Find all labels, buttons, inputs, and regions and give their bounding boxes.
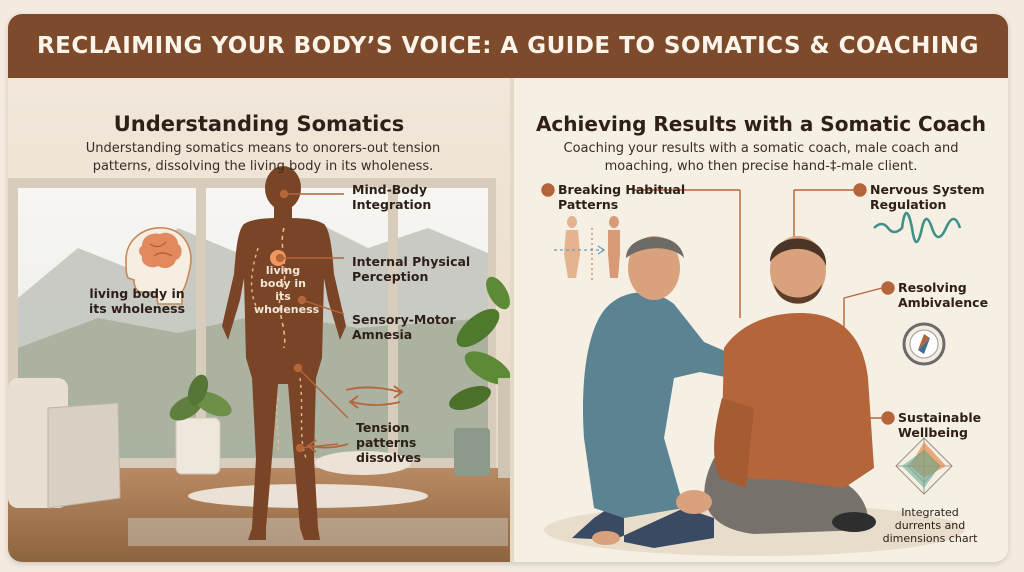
- callout-wellbeing: Sustainable Wellbeing: [898, 410, 982, 440]
- callout-internal-perception: Internal Physical Perception: [352, 254, 471, 284]
- coaching-scene: [514, 78, 1008, 562]
- infographic: RECLAIMING YOUR BODY’S VOICE: A GUIDE TO…: [8, 14, 1008, 562]
- right-panel-coaching: Achieving Results with a Somatic Coach C…: [514, 78, 1008, 562]
- posture-figures-icon: [554, 216, 620, 280]
- panel-divider: [510, 78, 514, 562]
- sine-wave-icon: [873, 211, 962, 244]
- callout-sensory-motor: Sensory-Motor Amnesia: [352, 312, 456, 342]
- right-heading: Achieving Results with a Somatic Coach: [535, 112, 987, 136]
- left-panel-somatics: Understanding Somatics Understanding som…: [8, 78, 510, 562]
- page-title: RECLAIMING YOUR BODY’S VOICE: A GUIDE TO…: [36, 33, 980, 59]
- callout-tension-patterns: Tension patterns dissolves: [356, 420, 422, 465]
- radar-chart-icon: [895, 437, 953, 495]
- callout-mind-body: Mind-Body Integration: [352, 182, 432, 212]
- radar-chart-caption: Integrated durrents and dimensions chart: [882, 506, 978, 545]
- right-callout-lines: [541, 183, 895, 425]
- callout-lines: [275, 189, 349, 453]
- brain-head-icon: [125, 227, 192, 305]
- title-banner: RECLAIMING YOUR BODY’S VOICE: A GUIDE TO…: [8, 14, 1008, 78]
- compass-icon: [902, 322, 946, 366]
- brain-label: living body in its wholeness: [88, 286, 186, 316]
- client-figure: [676, 236, 876, 534]
- callout-ambivalence: Resolving Ambivalence: [898, 280, 989, 310]
- callout-nervous-system: Nervous System Regulation: [870, 182, 985, 212]
- left-heading: Understanding Somatics: [113, 112, 405, 136]
- left-description: Understanding somatics means to onorers-…: [85, 141, 441, 174]
- room-scene: [8, 78, 510, 562]
- right-description: Coaching your results with a somatic coa…: [563, 141, 959, 174]
- body-center-label: living body in its wholeness: [254, 264, 320, 316]
- tension-arrows: [306, 385, 404, 453]
- callout-habitual-patterns: Breaking Habitual Patterns: [558, 182, 686, 212]
